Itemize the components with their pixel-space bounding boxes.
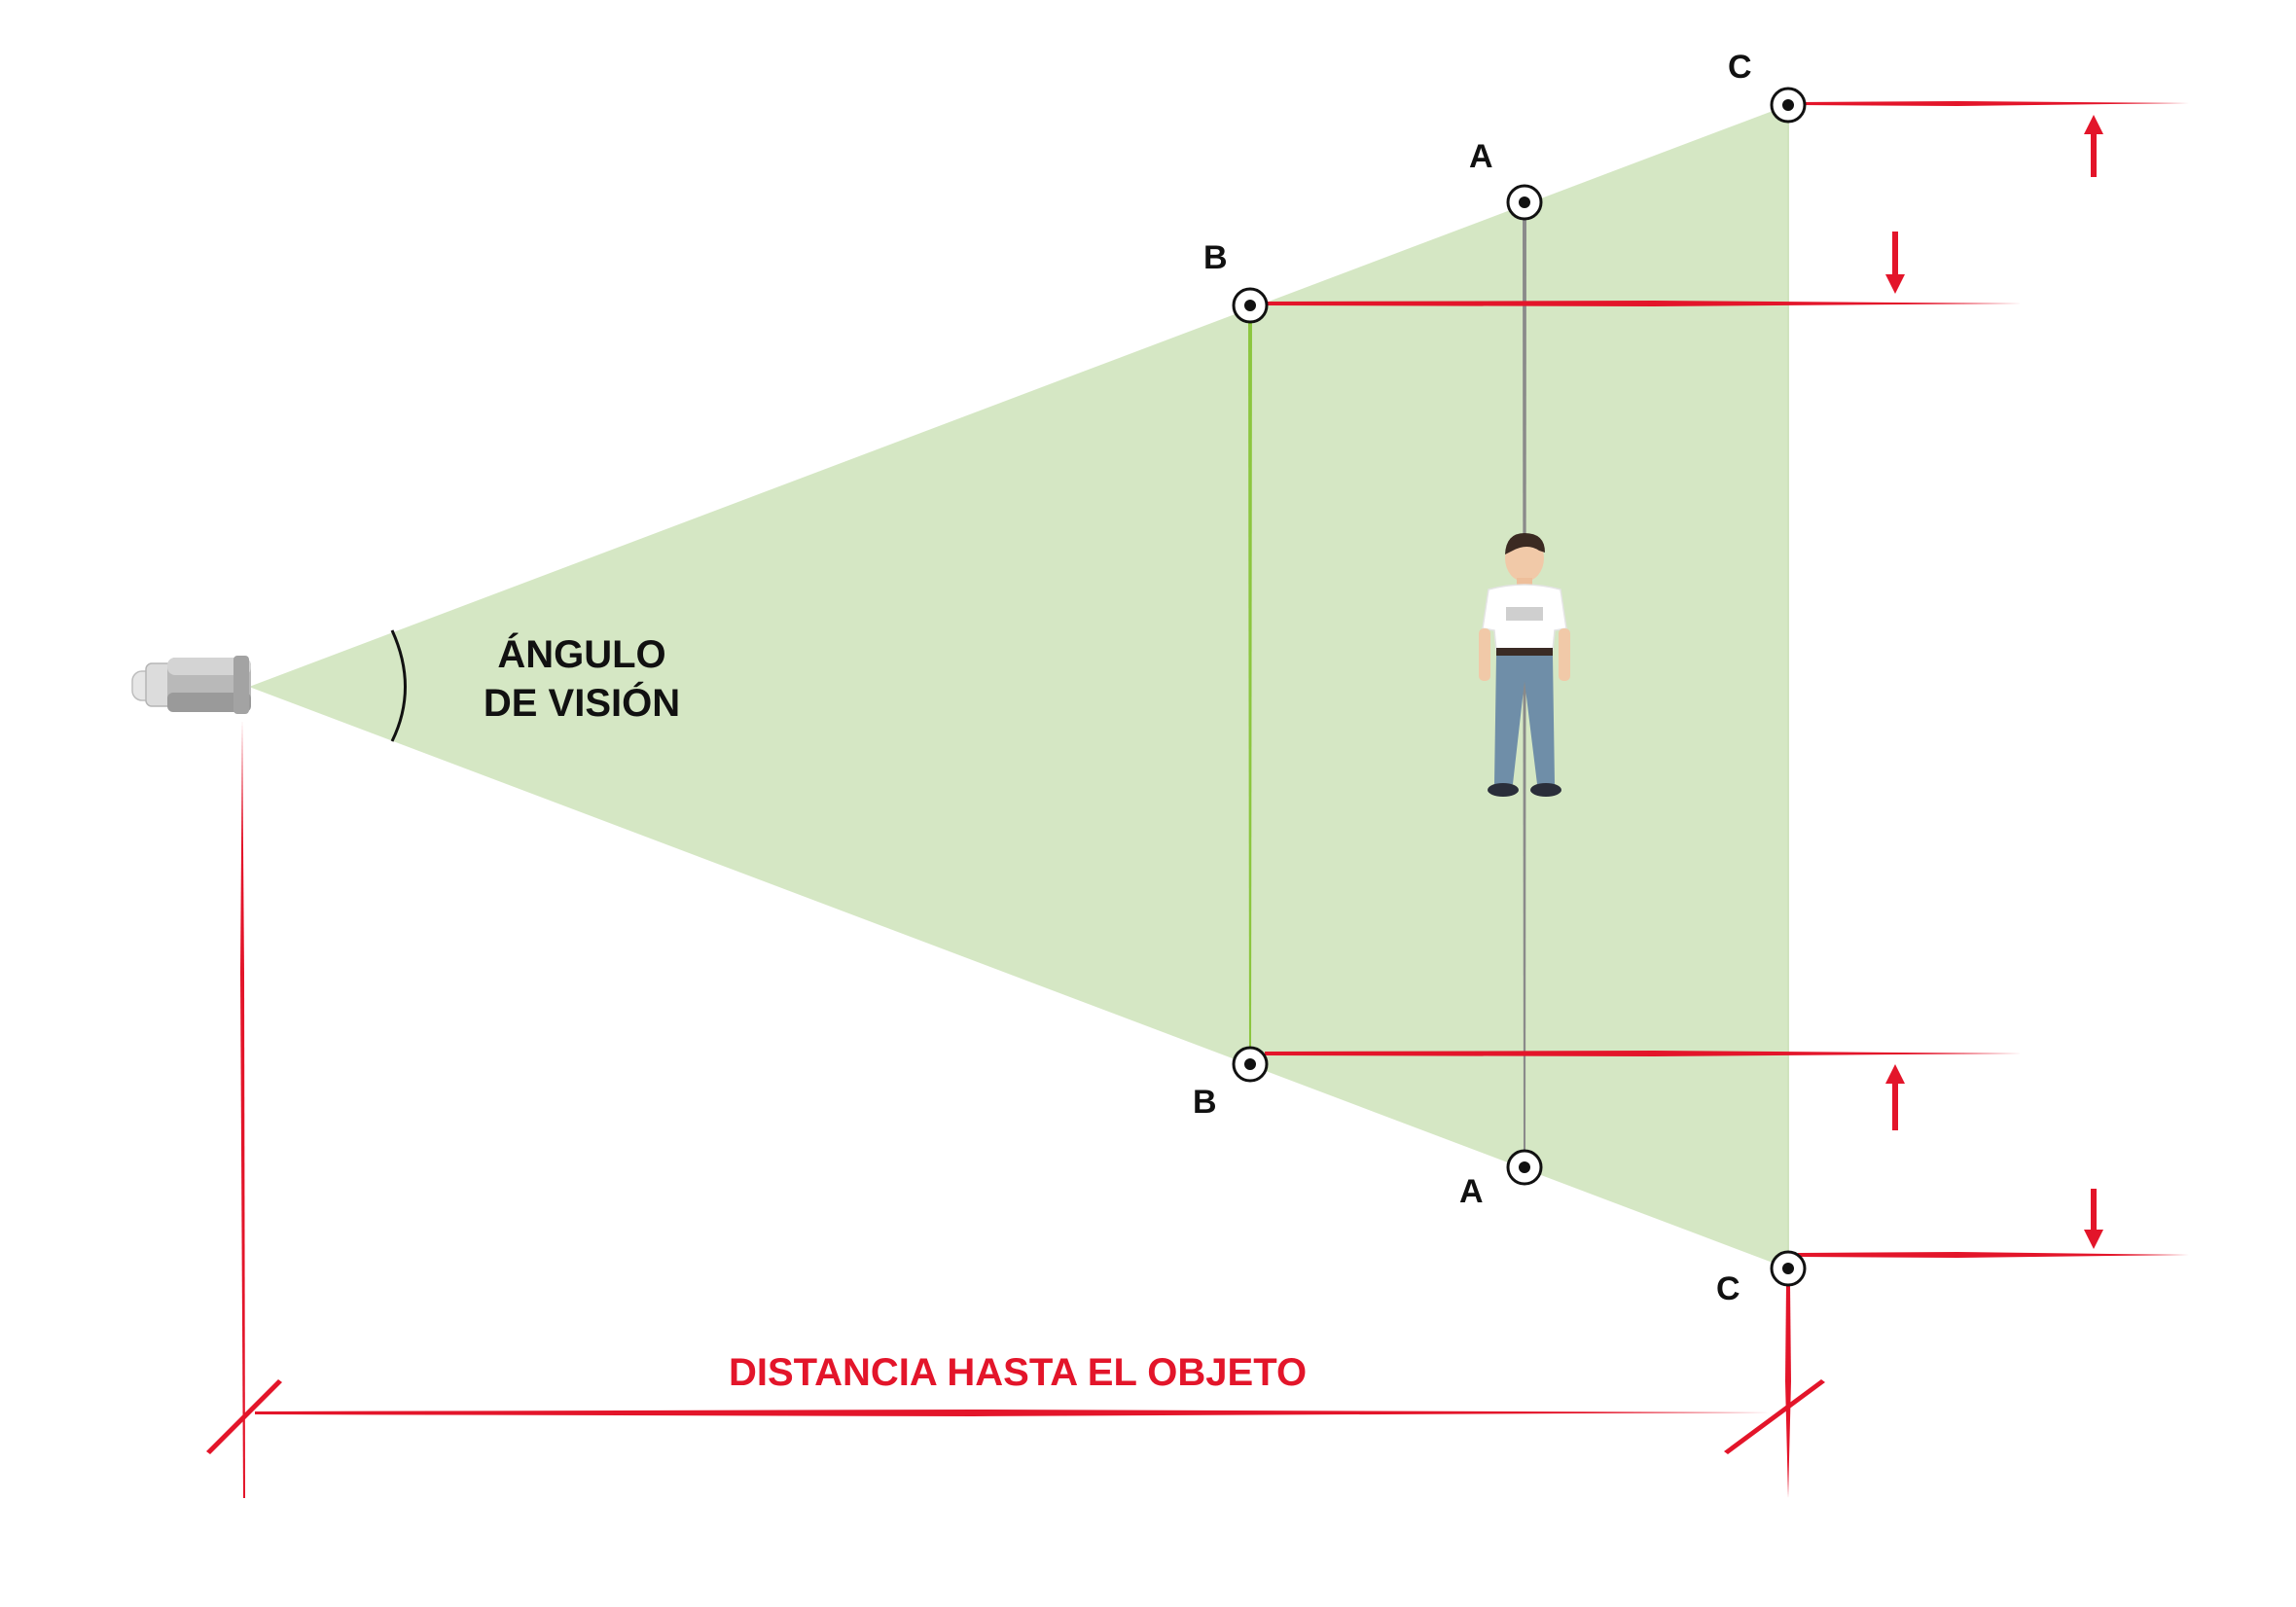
arrow-down-bottom-icon [2084,1189,2103,1249]
dimension-lines [206,101,2189,1498]
person-figure [1479,533,1570,797]
point-markers [1232,87,1807,1287]
point-marker-c-top-icon [1770,87,1807,124]
label-a-top: A [1469,138,1493,175]
label-b-bottom: B [1193,1084,1217,1121]
bullet-camera-icon [131,656,251,714]
dimension-line-bottom-c [1798,1252,2189,1258]
angle-label-line1: ÁNGULO [497,632,665,676]
distance-label: DISTANCIA HASTA EL OBJETO [729,1351,1307,1394]
angle-label-line2: DE VISIÓN [484,680,680,725]
field-of-view-cone [249,105,1788,1268]
arrow-down-top-icon [1885,232,1905,294]
arrow-up-bottom-icon [1885,1064,1905,1130]
plane-b-line [1248,313,1252,1064]
dimension-line-top-c [1798,101,2189,106]
dimension-line-bottom-b [1265,1051,2022,1056]
point-marker-a-bottom-icon [1506,1149,1543,1186]
label-c-top: C [1728,49,1752,86]
dimension-line-camera-vertical [240,720,245,1498]
plane-a-line [1523,202,1526,1167]
label-a-bottom: A [1459,1173,1484,1210]
dimension-line-top-b [1265,301,2022,306]
point-marker-b-top-icon [1232,287,1269,324]
dimension-line-distance [255,1410,1771,1416]
arrow-up-top-icon [2084,115,2103,177]
tick-left [206,1379,282,1454]
point-marker-c-bottom-icon [1770,1250,1807,1287]
point-marker-a-top-icon [1506,184,1543,221]
tick-right [1724,1379,1825,1454]
label-b-top: B [1203,239,1228,276]
dimension-arrows [1885,115,2103,1249]
point-marker-b-bottom-icon [1232,1046,1269,1083]
viewing-angle-arc [390,629,407,742]
dimension-line-c-vertical [1785,1284,1791,1498]
label-c-bottom: C [1716,1270,1740,1307]
